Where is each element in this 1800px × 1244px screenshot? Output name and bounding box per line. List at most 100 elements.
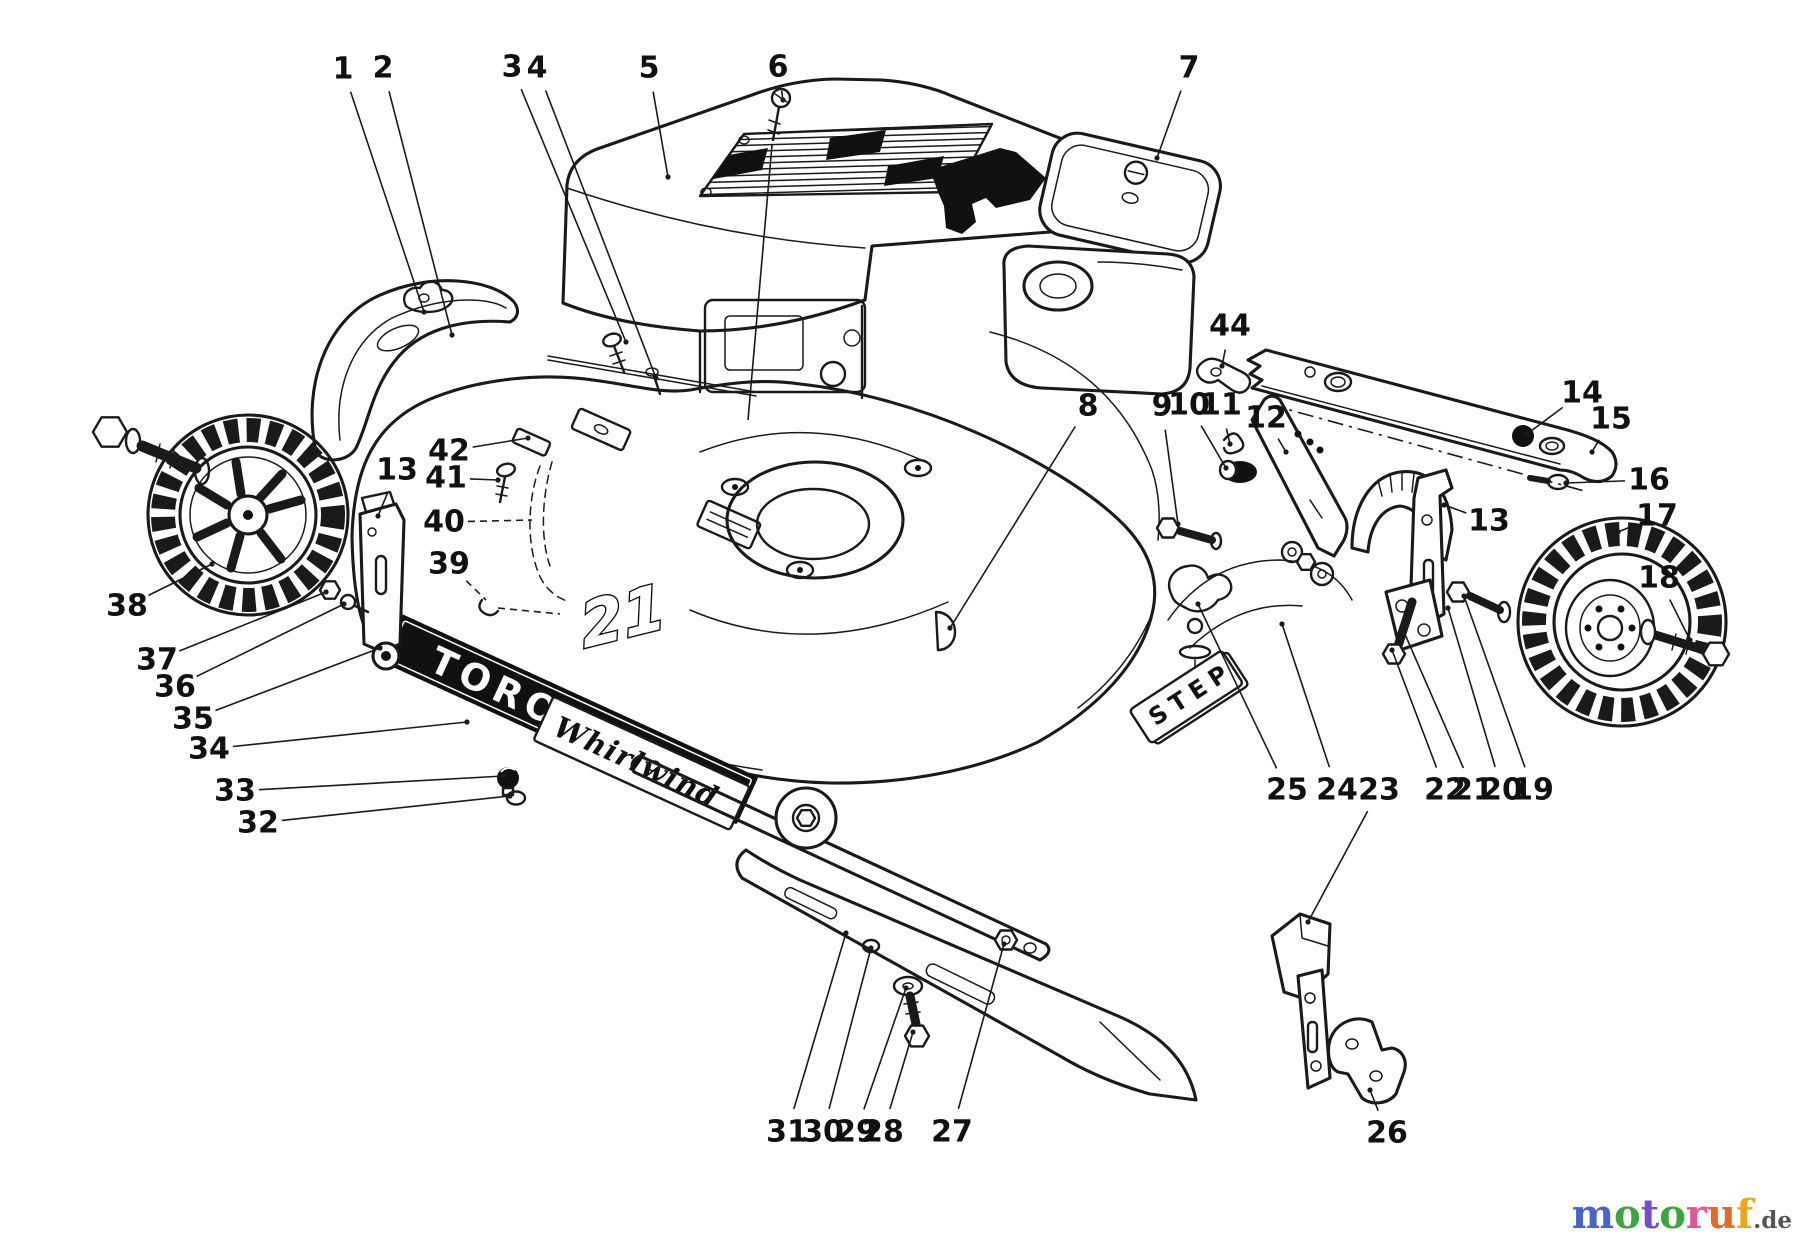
watermark-letter: u: [1706, 1191, 1737, 1238]
leader-dot-25: [1195, 601, 1201, 607]
callout-label-19: 19: [1512, 773, 1554, 808]
handle-bar: [1246, 348, 1618, 493]
discharge-brackets: [1270, 912, 1407, 1105]
step-plate: STEP: [1129, 650, 1249, 745]
leader-line-14: [1526, 406, 1564, 435]
watermark-letter: o: [1614, 1191, 1641, 1238]
leader-dot-32: [507, 793, 513, 799]
leader-line-2: [388, 91, 453, 336]
watermark-suffix: .de: [1753, 1207, 1792, 1234]
bushing: [1218, 459, 1257, 483]
leader-line-1: [349, 91, 425, 313]
leader-dot-13: [375, 513, 381, 519]
blade-key: [934, 610, 957, 652]
mounting-screw: [602, 332, 626, 374]
leader-dot-20: [1445, 605, 1451, 611]
mower-blade: [735, 848, 1198, 1102]
engine-cover: [561, 77, 1082, 333]
callout-label-41: 41: [425, 461, 467, 496]
callout-label-10: 10: [1168, 388, 1210, 423]
wheel-bolt: [1445, 581, 1512, 624]
callout-label-37: 37: [136, 643, 178, 678]
watermark-letter: t: [1640, 1191, 1660, 1238]
callout-label-39: 39: [428, 547, 470, 582]
leader-line-29: [863, 987, 907, 1110]
leader-line-26: [1369, 1089, 1379, 1111]
deck-grommet-lower: [505, 790, 527, 806]
callout-label-13: 13: [376, 453, 418, 488]
callout-label-2: 2: [373, 51, 394, 86]
left-handle-bracket: [358, 490, 406, 654]
leader-line-7: [1156, 90, 1182, 159]
leader-line-10: [1200, 425, 1227, 469]
leader-line-20: [1447, 607, 1496, 768]
leader-line-31: [793, 932, 847, 1110]
callout-label-27: 27: [931, 1115, 973, 1150]
blade-bolt: [903, 991, 931, 1048]
leader-dot-13: [1441, 502, 1447, 508]
callout-label-32: 32: [237, 806, 279, 841]
leader-line-39: [465, 580, 487, 601]
lock-lever: [1250, 394, 1349, 558]
leader-dot-30: [868, 945, 874, 951]
deflector-plate: [1326, 1017, 1407, 1105]
serial-plate: [696, 499, 762, 550]
leader-dot-33: [501, 773, 507, 779]
leader-dot-2: [449, 332, 455, 338]
leader-dot-19: [1461, 593, 1467, 599]
watermark-letter: m: [1571, 1191, 1615, 1238]
callout-label-5: 5: [639, 51, 660, 86]
leader-dot-35: [377, 645, 383, 651]
cover-screw: [747, 87, 792, 421]
watermark-letter: r: [1685, 1191, 1707, 1238]
leader-line-34: [232, 721, 468, 748]
callout-label-11: 11: [1200, 388, 1242, 423]
callout-label-23: 23: [1358, 773, 1400, 808]
leader-dot-24: [1279, 621, 1285, 627]
callout-label-12: 12: [1245, 401, 1287, 436]
leader-dot-36: [341, 601, 347, 607]
leader-dot-38: [209, 561, 215, 567]
callout-label-25: 25: [1266, 773, 1308, 808]
leader-dot-8: [947, 625, 953, 631]
handle-mount-assembly: [1155, 348, 1618, 665]
callout-label-15: 15: [1590, 402, 1632, 437]
deck-size-numeral: 21: [576, 570, 670, 663]
leader-line-5: [652, 91, 669, 178]
spring-clip: [478, 598, 561, 617]
callout-label-26: 26: [1366, 1116, 1408, 1151]
leader-line-36: [196, 603, 345, 678]
callout-label-18: 18: [1638, 561, 1680, 596]
leader-dot-42: [525, 435, 531, 441]
toro-decal: TORO Whirlwind: [381, 614, 758, 831]
callout-label-6: 6: [768, 50, 789, 85]
leader-dot-11: [1227, 441, 1233, 447]
blade-stiffener-bar: [630, 754, 1051, 962]
callout-label-8: 8: [1078, 389, 1099, 424]
leader-dot-26: [1367, 1087, 1373, 1093]
callout-label-22: 22: [1424, 773, 1466, 808]
leader-dot-18: [1687, 637, 1693, 643]
leader-dot-31: [843, 930, 849, 936]
leader-line-40: [467, 519, 533, 523]
leader-line-35: [215, 647, 381, 712]
leader-dot-41: [495, 477, 501, 483]
rear-right-wheel-assembly: [1516, 516, 1731, 728]
left-axle-bolt: [91, 416, 211, 486]
leader-line-16: [1565, 480, 1626, 484]
callout-label-29: 29: [835, 1115, 877, 1150]
leader-line-8: [949, 425, 1077, 629]
callout-label-35: 35: [172, 702, 214, 737]
engine-assembly: [547, 77, 1222, 541]
cable-clip: [1195, 357, 1252, 394]
callout-label-30: 30: [802, 1115, 844, 1150]
callout-label-44: 44: [1209, 309, 1251, 344]
bracket-washer: [371, 641, 401, 671]
leader-dot-9: [1175, 521, 1181, 527]
callout-label-9: 9: [1152, 389, 1173, 424]
leader-dot-28: [910, 1029, 916, 1035]
callout-label-31: 31: [766, 1115, 808, 1150]
callout-label-1: 1: [333, 52, 354, 87]
leader-dot-1: [421, 309, 427, 315]
blade-adapter-hub: [774, 786, 838, 850]
